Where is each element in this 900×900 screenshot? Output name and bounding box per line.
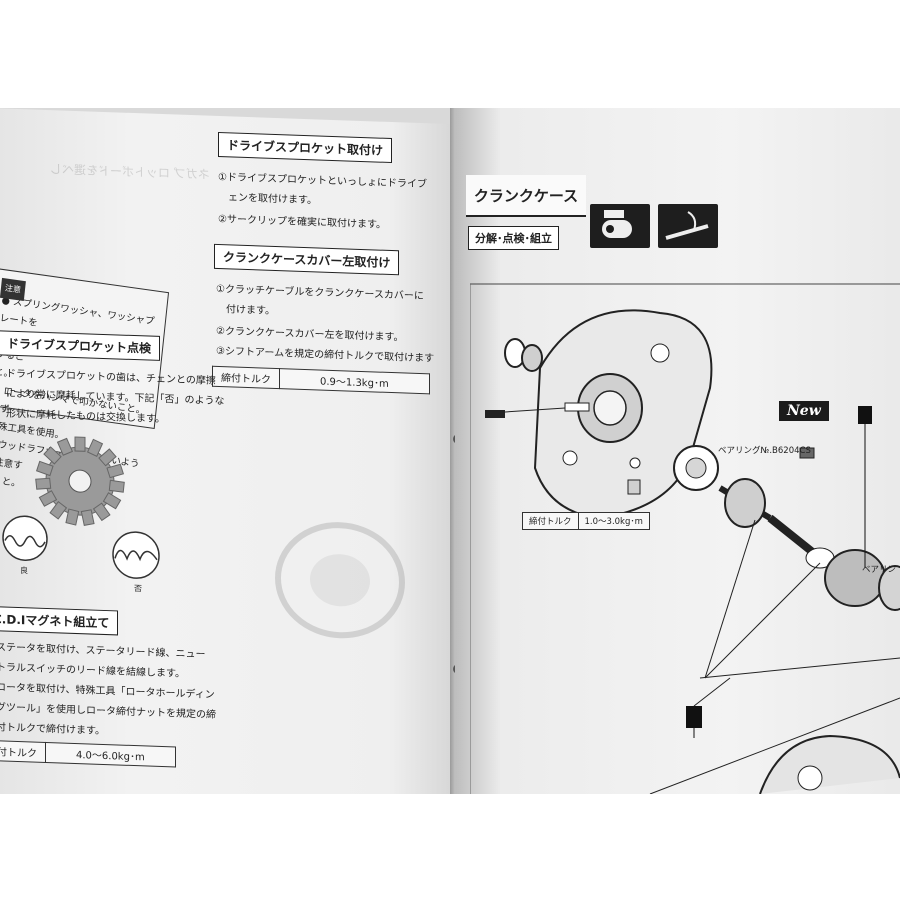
caution-tag: 注意 (0, 277, 26, 302)
section-subtitle: 分解･点検･組立 (468, 226, 559, 250)
section-title: クランクケース (466, 175, 586, 217)
torque-spec-magneto: 付トルク 4.0〜6.0kg･m (0, 739, 176, 768)
bleed-through-illustration (275, 522, 405, 639)
new-badge: New (779, 401, 829, 421)
torque-value: 4.0〜6.0kg･m (45, 742, 176, 767)
manual-spread: ネガプ ロットボードを選べし 注意 ● スプリングワッシャ、ワッシャプレートを … (0, 108, 900, 794)
heading-cdi-magneto: C.D.Iマグネト組立て (0, 605, 119, 636)
body-line: ェンを取付けます。 (218, 191, 317, 207)
torque-spec-crankcase: 締付トルク 1.0〜3.0kg･m (522, 512, 650, 530)
bearing-label: ベアリング№.B6204CS (718, 446, 811, 456)
torque-value: 0.9〜1.3kg･m (279, 368, 430, 394)
lubricate-icon (658, 204, 718, 248)
left-page: ネガプ ロットボードを選べし 注意 ● スプリングワッシャ、ワッシャプレートを … (0, 108, 460, 794)
crankcase-exploded-view (470, 283, 900, 794)
torque-label: 締付トルク (212, 366, 280, 389)
sprocket-illustration (35, 436, 125, 526)
bearing-label-partial: ベアリン (862, 565, 897, 575)
good-tooth-diagram (2, 515, 48, 561)
body-line: ②サークリップを確実に取付けます。 (218, 213, 386, 231)
torque-spec-cover: 締付トルク 0.9〜1.3kg･m (212, 365, 430, 395)
body-line: 付トルクで締付けます。 (0, 722, 105, 738)
disassembly-icon (590, 204, 650, 248)
bad-label: 否 (134, 584, 142, 594)
body-line: 付けます。 (216, 303, 275, 317)
bad-tooth-diagram (112, 531, 160, 579)
torque-label: 締付トルク (523, 513, 579, 529)
torque-label: 付トルク (0, 740, 46, 763)
heading-drive-sprocket-install: ドライブスプロケット取付け (218, 131, 393, 164)
good-label: 良 (20, 566, 28, 576)
heading-crankcase-cover-install: クランクケースカバー左取付け (214, 243, 400, 276)
bleed-through-text: ネガプ ロットボードを選べし (50, 162, 210, 182)
torque-value: 1.0〜3.0kg･m (584, 517, 643, 527)
